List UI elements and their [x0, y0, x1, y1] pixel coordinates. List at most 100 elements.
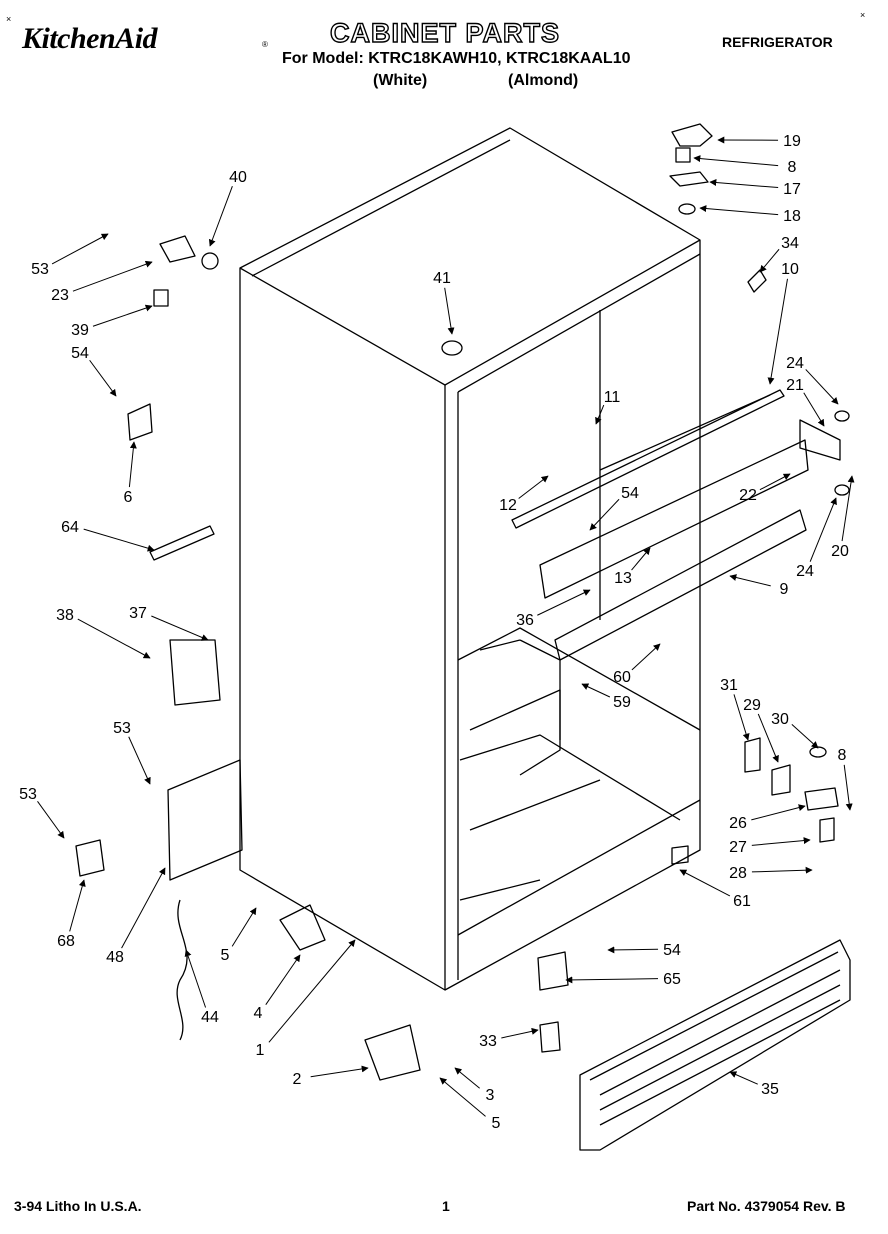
callout-label-65: 65	[663, 971, 681, 988]
page-number: 1	[442, 1198, 450, 1214]
callout-label-35: 35	[761, 1081, 779, 1098]
callout-label-9: 9	[780, 581, 789, 598]
callout-label-34: 34	[781, 235, 799, 252]
callout-leader-61	[679, 869, 731, 897]
callout-label-40: 40	[229, 169, 247, 186]
callout-label-18: 18	[783, 208, 801, 225]
callout-leader-53a	[51, 233, 109, 265]
callout-leader-10	[767, 278, 788, 385]
callout-label-20: 20	[831, 543, 849, 560]
callout-label-53c: 53	[19, 786, 37, 803]
toe-grille	[579, 939, 851, 1151]
callout-leader-41	[444, 287, 455, 335]
callout-leader-53c	[37, 801, 65, 839]
callout-leader-20	[841, 475, 855, 542]
callout-label-33: 33	[479, 1033, 497, 1050]
callout-leader-26	[751, 804, 806, 821]
callout-label-22: 22	[739, 487, 757, 504]
callout-leader-44	[184, 949, 207, 1008]
registered-mark-icon: ®	[262, 40, 268, 49]
callout-leader-36	[537, 589, 591, 616]
callout-leader-5a	[231, 907, 257, 947]
callout-label-54b: 54	[621, 485, 639, 502]
callout-label-4: 4	[254, 1005, 263, 1022]
callout-label-53a: 53	[31, 261, 49, 278]
callout-label-54c: 54	[663, 942, 681, 959]
callout-leader-30	[791, 723, 819, 749]
variant-white: (White)	[373, 72, 428, 89]
callout-label-26: 26	[729, 815, 747, 832]
top-hinge-parts	[127, 123, 767, 706]
callout-label-12: 12	[499, 497, 517, 514]
page-title: CABINET PARTS	[329, 17, 561, 48]
callout-leader-12	[518, 475, 549, 499]
callout-label-11: 11	[604, 389, 621, 406]
callout-leader-23	[72, 260, 153, 292]
variant-almond: (Almond)	[508, 72, 579, 89]
appliance-category: REFRIGERATOR	[722, 34, 833, 50]
callout-label-3: 3	[486, 1087, 495, 1104]
callout-leader-13	[631, 547, 651, 571]
callout-leader-18	[699, 205, 779, 216]
callout-leader-37	[151, 615, 209, 641]
callout-leader-21	[803, 392, 825, 427]
callout-leader-40	[208, 185, 233, 247]
callout-leader-35	[729, 1071, 758, 1085]
callout-leader-54a	[89, 359, 117, 397]
callout-label-44: 44	[201, 1009, 219, 1026]
part-number: Part No. 4379054 Rev. B	[687, 1198, 846, 1214]
callout-label-1: 1	[256, 1042, 265, 1059]
callout-label-54a: 54	[71, 345, 89, 362]
callout-leader-5b	[439, 1077, 486, 1117]
callout-leader-54c	[607, 946, 659, 954]
callout-label-23: 23	[51, 287, 69, 304]
side-parts	[75, 759, 569, 1081]
callout-label-13: 13	[614, 570, 632, 587]
callout-leader-8b	[843, 764, 853, 811]
callout-leader-31	[733, 694, 750, 741]
callout-label-53b: 53	[113, 720, 131, 737]
corner-mark-icon: ×	[6, 14, 12, 24]
callout-label-5b: 5	[492, 1115, 501, 1132]
callout-label-2: 2	[293, 1071, 302, 1088]
callout-label-59: 59	[613, 694, 631, 711]
callout-leader-17	[709, 179, 779, 189]
callout-label-21: 21	[786, 377, 804, 394]
callout-leader-53b	[128, 736, 151, 785]
callout-leader-24a	[805, 369, 839, 405]
callout-leader-3	[454, 1067, 480, 1089]
callout-leader-2	[310, 1065, 369, 1078]
callout-label-64: 64	[61, 519, 79, 536]
callout-label-68: 68	[57, 933, 75, 950]
callout-leader-6	[128, 441, 137, 488]
model-line: For Model: KTRC18KAWH10, KTRC18KAAL10	[282, 50, 631, 67]
callout-leader-64	[83, 528, 155, 552]
callout-leader-48	[121, 867, 166, 949]
callout-label-38: 38	[56, 607, 74, 624]
callout-label-24a: 24	[786, 355, 804, 372]
callout-label-27: 27	[729, 839, 747, 856]
callout-label-30: 30	[771, 711, 789, 728]
callout-label-37: 37	[129, 605, 147, 622]
callout-leader-65	[565, 976, 659, 984]
callout-leader-27	[751, 837, 811, 846]
callout-label-39: 39	[71, 322, 89, 339]
callout-leader-68	[69, 879, 86, 932]
callout-leader-9	[729, 574, 771, 587]
callout-label-60: 60	[613, 669, 631, 686]
callout-leader-11	[595, 404, 605, 425]
callout-leader-4	[265, 954, 301, 1005]
callout-label-17: 17	[783, 181, 801, 198]
callout-leader-29	[757, 713, 779, 763]
brand-logo: KitchenAid	[22, 22, 158, 55]
callout-label-8a: 8	[788, 159, 797, 176]
callout-label-10: 10	[781, 261, 799, 278]
right-hinge-parts	[671, 410, 850, 865]
callout-leader-8a	[693, 155, 779, 167]
rail-assembly	[511, 389, 809, 661]
callout-label-41: 41	[433, 270, 451, 287]
callout-label-61: 61	[733, 893, 751, 910]
litho-note: 3-94 Litho In U.S.A.	[14, 1198, 142, 1214]
callout-leader-33	[501, 1027, 539, 1039]
